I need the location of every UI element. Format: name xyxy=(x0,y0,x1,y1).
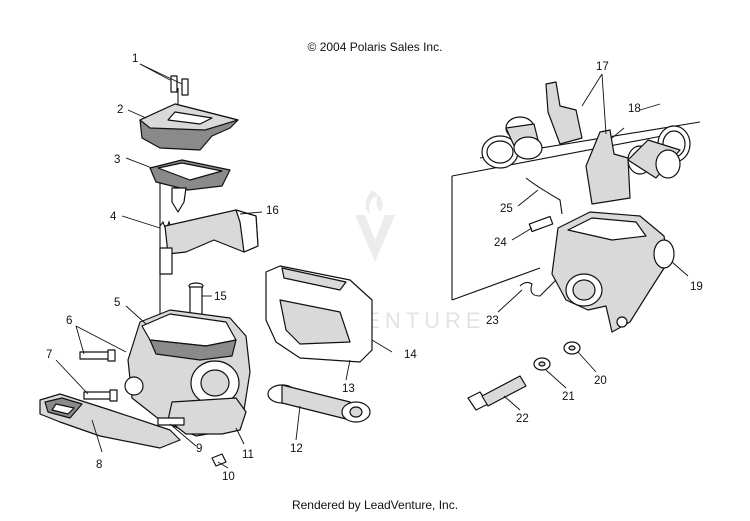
caliper-body-part-19 xyxy=(551,211,675,333)
callout-5: 5 xyxy=(114,297,120,309)
callout-7: 7 xyxy=(46,349,52,361)
screws-part-1 xyxy=(170,75,189,96)
brake-lever-part-8 xyxy=(39,393,181,449)
bolt-part-7 xyxy=(83,389,118,402)
clip-pin-part-23 xyxy=(519,279,557,297)
housing-part-14 xyxy=(265,265,373,363)
washer-part-20 xyxy=(563,341,581,355)
callout-16: 16 xyxy=(266,205,279,217)
callout-17: 17 xyxy=(596,61,609,73)
callout-2: 2 xyxy=(117,104,123,116)
caliper-piston-part-18a xyxy=(505,116,543,160)
callout-19: 19 xyxy=(690,281,703,293)
piston-seal-part-18a xyxy=(481,135,519,169)
callout-9: 9 xyxy=(196,443,202,455)
clamp-part-11 xyxy=(167,397,247,435)
copyright-text: © 2004 Polaris Sales Inc. xyxy=(307,40,443,54)
callout-10: 10 xyxy=(222,471,235,483)
pin-part-15 xyxy=(188,282,204,316)
callout-12: 12 xyxy=(290,443,303,455)
callout-13: 13 xyxy=(342,383,355,395)
brake-pad-part-17a xyxy=(545,81,583,145)
callout-18: 18 xyxy=(628,103,641,115)
callout-6: 6 xyxy=(66,315,72,327)
pad-spring-part-25 xyxy=(525,177,563,215)
bolt-part-6 xyxy=(79,349,116,362)
callout-1: 1 xyxy=(132,53,138,65)
callout-21: 21 xyxy=(562,391,575,403)
callout-14: 14 xyxy=(404,349,417,361)
caliper-piston-part-18b xyxy=(627,139,681,179)
washer-part-21 xyxy=(533,357,551,371)
callout-labels: 1 2 3 4 5 6 7 8 9 10 11 12 13 14 15 16 1… xyxy=(46,53,703,483)
callout-23: 23 xyxy=(486,315,499,327)
clip-part-10 xyxy=(211,453,227,467)
brake-switch-part-16 xyxy=(159,209,259,275)
brake-pad-part-17b xyxy=(585,129,631,205)
callout-11: 11 xyxy=(242,449,254,461)
caliper-bolt-part-22 xyxy=(467,375,527,411)
bolt-part-9 xyxy=(157,417,185,426)
callout-25: 25 xyxy=(500,203,513,215)
callout-22: 22 xyxy=(516,413,529,425)
diaphragm-part-3 xyxy=(149,159,231,213)
callout-8: 8 xyxy=(96,459,102,471)
bleeder-screw-part-24 xyxy=(528,215,554,233)
footer-credit: Rendered by LeadVenture, Inc. xyxy=(291,498,459,512)
callout-15: 15 xyxy=(214,291,227,303)
callout-24: 24 xyxy=(494,237,507,249)
reservoir-cover-part-2 xyxy=(139,103,239,151)
callout-4: 4 xyxy=(110,211,117,223)
piston-part-12 xyxy=(267,384,371,423)
callout-20: 20 xyxy=(594,375,607,387)
callout-3: 3 xyxy=(114,154,120,166)
